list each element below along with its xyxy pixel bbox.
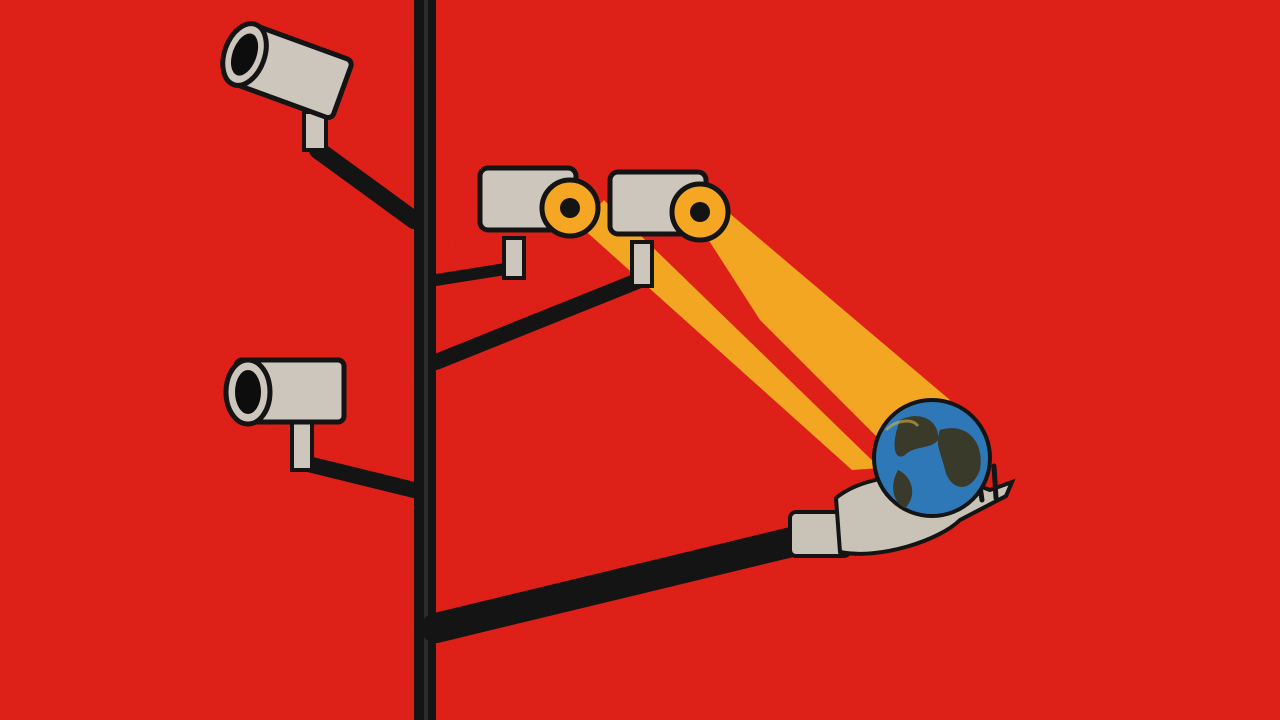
- surveillance-beams: [580, 200, 950, 470]
- beam-left-camera: [580, 200, 880, 470]
- pole-highlight: [424, 0, 428, 720]
- security-camera-icon: [223, 357, 347, 472]
- branch-arm: [421, 525, 815, 643]
- branch-middle: [430, 262, 518, 286]
- security-camera-icon: [477, 165, 601, 280]
- security-camera-icon: [220, 21, 354, 152]
- security-camera-icon: [607, 169, 731, 288]
- branch-upper-left: [309, 141, 423, 229]
- globe-icon: [872, 398, 992, 518]
- branch-lower-left: [292, 454, 422, 498]
- pole-branches: [292, 141, 815, 643]
- beam-right-camera: [706, 212, 950, 440]
- branch-right-camera: [428, 272, 648, 370]
